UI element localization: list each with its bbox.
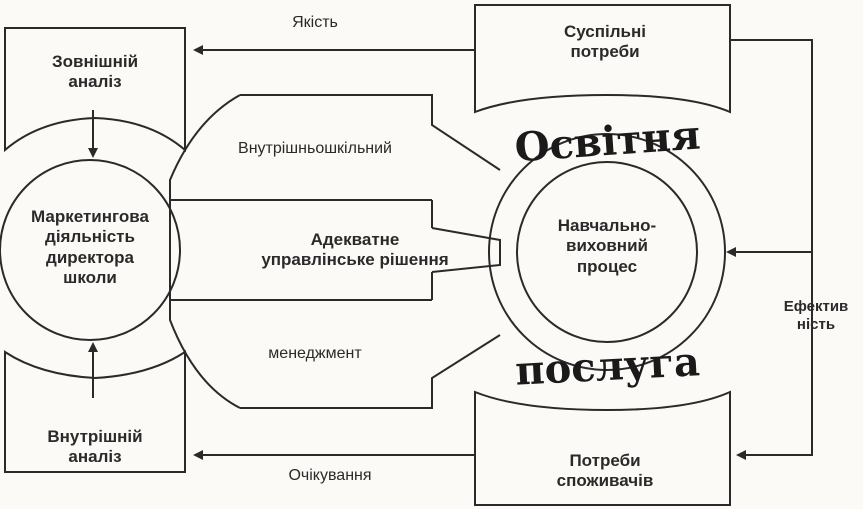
external-analysis-label: Зовнішній аналіз (51, 52, 139, 92)
consumer-needs-label: Потреби споживачів (556, 451, 654, 491)
social-needs-label: Суспільні потреби (564, 22, 646, 62)
educational-process-label: Навчально- виховний процес (557, 216, 657, 276)
management-label: менеджмент (268, 345, 362, 362)
external-analysis-box (3, 27, 186, 153)
outer-service-circle (488, 133, 726, 371)
lens-left-edge (169, 94, 241, 409)
efficiency-loop (730, 39, 813, 460)
efficiency-label: Ефектив ність (783, 298, 849, 333)
quality-label: Якість (292, 14, 338, 31)
expectations-label: Очікування (288, 467, 372, 484)
lens-top (240, 94, 501, 171)
inner-process-circle (516, 161, 698, 343)
social-needs-box (474, 4, 731, 114)
marketing-circle (0, 159, 181, 341)
consumer-needs-box (474, 390, 731, 506)
management-decision-label: Адекватне управлінське рішення (261, 230, 449, 270)
arc-text-bottom: послуга (514, 338, 701, 395)
marketing-activity-label: Маркетингова діяльність директора школи (31, 207, 149, 288)
decision-arrowhead (431, 227, 501, 273)
internal-analysis-box (4, 350, 186, 473)
lens-bottom (240, 334, 501, 409)
intra-school-label: Внутрішньошкільний (238, 140, 392, 157)
internal-analysis-label: Внутрішній аналіз (47, 427, 143, 467)
